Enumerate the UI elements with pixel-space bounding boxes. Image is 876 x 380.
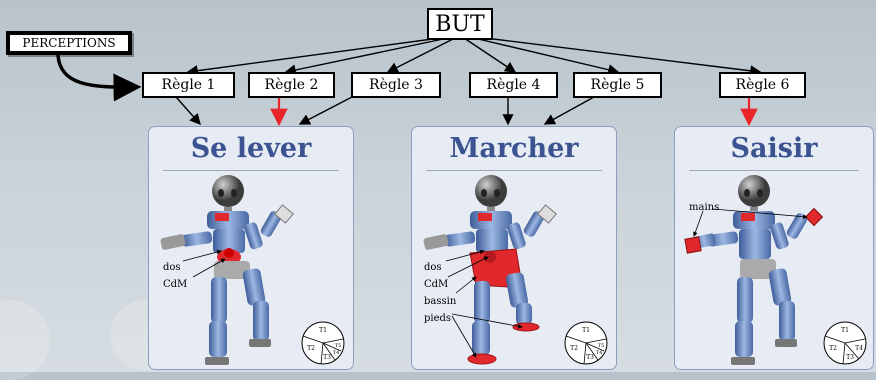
rule-box-5: Règle 5: [573, 72, 662, 98]
pie-label: T2: [570, 345, 578, 352]
label-mains: mains: [689, 202, 720, 213]
but-to-rule3: [386, 37, 456, 73]
task-panel-se-lever: Se lever dos CdM: [148, 126, 354, 370]
but-to-rule1: [186, 37, 441, 77]
title-divider: [163, 170, 339, 171]
label-cdm: CdM: [163, 279, 188, 290]
goal-label: BUT: [435, 11, 485, 37]
pie-label: T3: [323, 354, 331, 361]
pie-label: T4: [596, 350, 603, 356]
perceptions-arrow: [56, 54, 142, 102]
rule1-to-selever: [175, 96, 201, 126]
perceptions-box: PERCEPTIONS: [6, 31, 132, 55]
task-panel-marcher: Marcher dos CdM bassin pieds: [411, 126, 617, 370]
goal-box: BUT: [427, 8, 493, 40]
rule-box-6: Règle 6: [719, 72, 806, 98]
priority-pie: T1 T2 T3 T4 T5: [564, 321, 608, 365]
pie-label: T3: [846, 354, 854, 361]
perceptions-label: PERCEPTIONS: [22, 36, 116, 50]
rule-label: Règle 2: [264, 77, 319, 93]
rule-label: Règle 1: [161, 77, 216, 93]
rule-box-4: Règle 4: [469, 72, 558, 98]
priority-pie: T1 T2 T3 T4 T5: [301, 321, 345, 365]
label-dos: dos: [163, 262, 181, 273]
but-to-rule2: [284, 37, 449, 76]
rule-label: Règle 3: [369, 77, 423, 93]
rule-box-2: Règle 2: [248, 72, 335, 98]
rule-box-1: Règle 1: [142, 72, 235, 98]
rule-box-3: Règle 3: [351, 72, 441, 98]
task-title: Se lever: [190, 133, 312, 164]
rule-label: Règle 6: [735, 77, 790, 93]
but-to-rule5: [473, 37, 620, 76]
title-divider: [426, 170, 602, 171]
robot-figure: [160, 175, 294, 365]
title-divider: [689, 170, 859, 171]
rule-label: Règle 4: [486, 77, 541, 93]
label-bassin: bassin: [424, 296, 457, 307]
priority-pie: T1 T2 T3 T4: [823, 321, 867, 365]
pie-label: T1: [319, 327, 327, 334]
but-to-rule4: [463, 37, 517, 73]
pie-label: T4: [855, 345, 863, 352]
pie-label: T2: [829, 345, 837, 352]
pie-label: T1: [841, 327, 849, 334]
label-pieds: pieds: [424, 313, 452, 324]
but-to-rule6: [484, 37, 762, 77]
pie-label: T4: [333, 350, 340, 356]
task-title: Marcher: [449, 133, 579, 164]
pie-label: T5: [598, 343, 605, 349]
label-cdm: CdM: [424, 279, 449, 290]
robot-figure: [684, 175, 824, 365]
pie-label: T5: [335, 343, 342, 349]
task-title: Saisir: [730, 133, 818, 164]
rule3-to-selever: [298, 96, 353, 125]
label-dos: dos: [424, 262, 442, 273]
connections: [56, 37, 762, 127]
pie-label: T2: [307, 345, 315, 352]
robot-figure: [423, 175, 557, 365]
pie-label: T3: [586, 354, 594, 361]
rule-label: Règle 5: [590, 77, 645, 93]
task-panel-saisir: Saisir mains T1 T2: [674, 126, 874, 370]
pie-label: T1: [582, 327, 590, 334]
rule5-to-marcher: [543, 96, 595, 125]
